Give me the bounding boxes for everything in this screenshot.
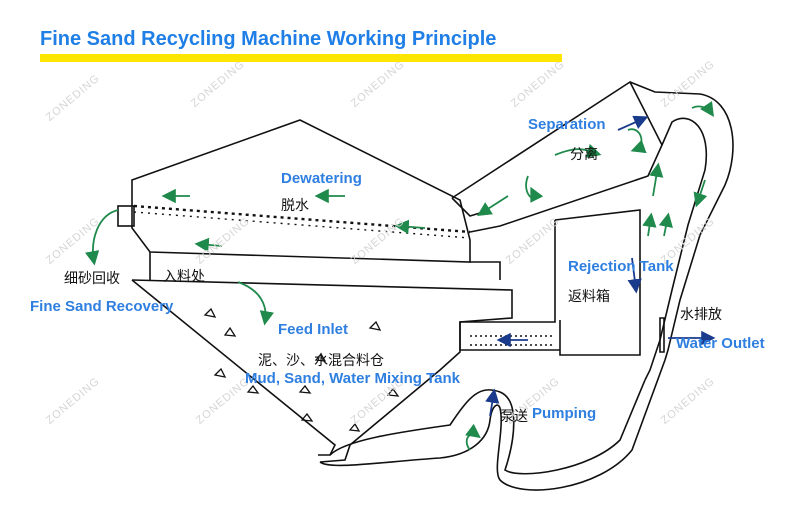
label-water-outlet: Water Outlet [676, 335, 765, 352]
label-separation: Separation [528, 116, 606, 133]
label-mixing-tank: Mud, Sand, Water Mixing Tank [245, 370, 461, 387]
label-feed-inlet-cn: 入料处 [163, 269, 205, 285]
label-rejection-tank: Rejection Tank [568, 258, 674, 275]
label-pumping: Pumping [532, 405, 597, 422]
label-fine-sand-recovery-cn: 细砂回收 [64, 271, 120, 287]
title-highlight [40, 54, 562, 62]
dewatering-screen [117, 119, 501, 280]
water-arrows [485, 115, 716, 417]
title-block: Fine Sand Recycling Machine Working Prin… [40, 28, 562, 62]
sand-particles [203, 307, 400, 432]
label-dewatering-cn: 脱水 [281, 198, 309, 214]
pump-pipe [319, 359, 666, 491]
mixing-tank [131, 279, 513, 463]
label-rejection-tank-cn: 返料箱 [568, 289, 610, 305]
diagram-title: Fine Sand Recycling Machine Working Prin… [40, 28, 497, 50]
label-mixing-tank-cn: 泥、沙、水混合料仓 [258, 353, 384, 369]
label-pumping-cn: 泵送 [500, 409, 528, 425]
label-fine-sand-recovery: Fine Sand Recovery [30, 298, 174, 315]
flow-arrows [84, 101, 714, 451]
label-separation-cn: 分离 [570, 147, 598, 163]
label-water-outlet-cn: 水排放 [680, 307, 722, 323]
rejection-tank [459, 209, 665, 356]
label-dewatering: Dewatering [281, 170, 362, 187]
label-feed-inlet: Feed Inlet [278, 321, 349, 338]
